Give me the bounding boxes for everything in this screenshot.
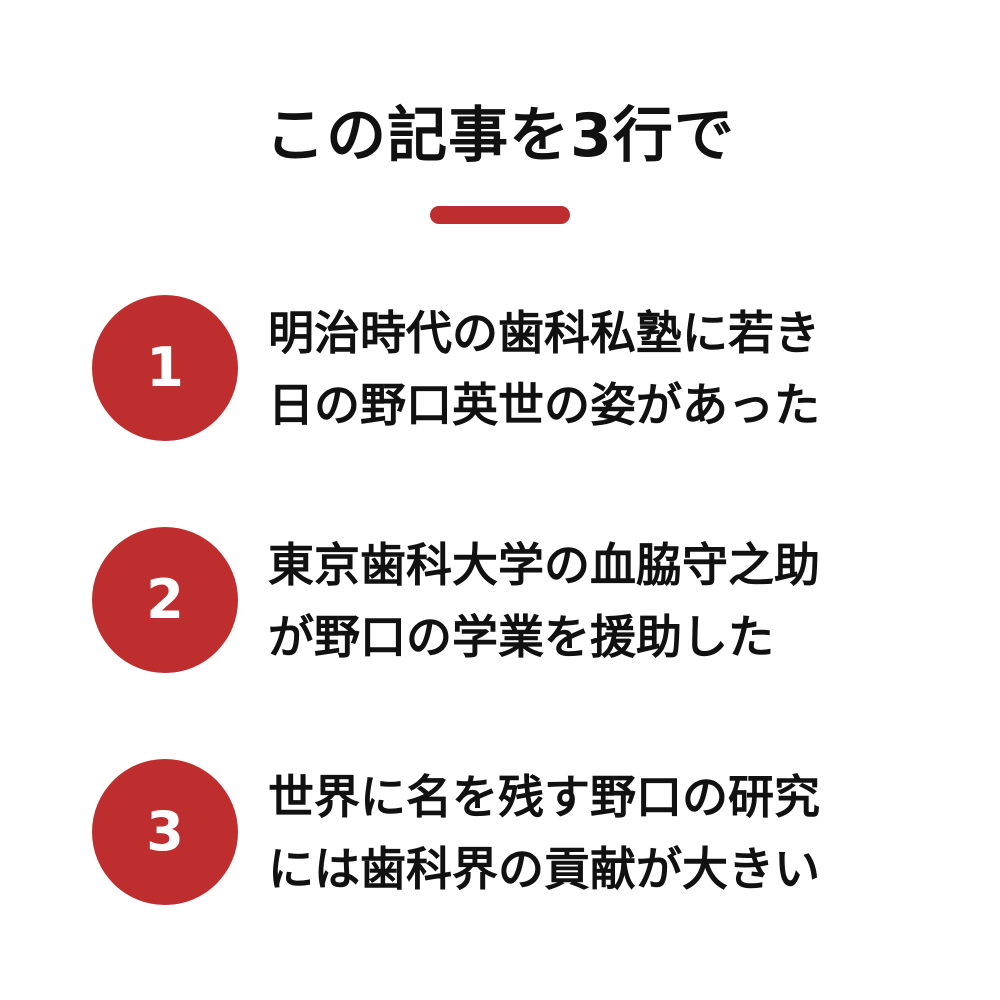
summary-line: 日の野口英世の姿があった (268, 378, 820, 432)
summary-item: 1 明治時代の歯科私塾に若き 日の野口英世の姿があった (92, 295, 952, 445)
summary-line: には歯科界の貢献が大きい (268, 842, 820, 896)
page-title: この記事を3行で (265, 101, 735, 171)
summary-item: 2 東京歯科大学の血脇守之助 が野口の学業を援助した (92, 527, 952, 677)
summary-text: 東京歯科大学の血脇守之助 が野口の学業を援助した (268, 529, 918, 673)
summary-line: 明治時代の歯科私塾に若き (268, 306, 820, 360)
number-badge: 1 (92, 295, 238, 441)
summary-text: 明治時代の歯科私塾に若き 日の野口英世の姿があった (268, 297, 918, 441)
summary-line: 東京歯科大学の血脇守之助 (268, 538, 820, 592)
number-badge: 3 (92, 759, 238, 905)
summary-line: 世界に名を残す野口の研究 (268, 770, 820, 824)
number-badge: 2 (92, 527, 238, 673)
summary-text: 世界に名を残す野口の研究 には歯科界の貢献が大きい (268, 761, 918, 905)
summary-line: が野口の学業を援助した (268, 610, 774, 664)
summary-item: 3 世界に名を残す野口の研究 には歯科界の貢献が大きい (92, 759, 952, 909)
title-divider (430, 206, 570, 224)
